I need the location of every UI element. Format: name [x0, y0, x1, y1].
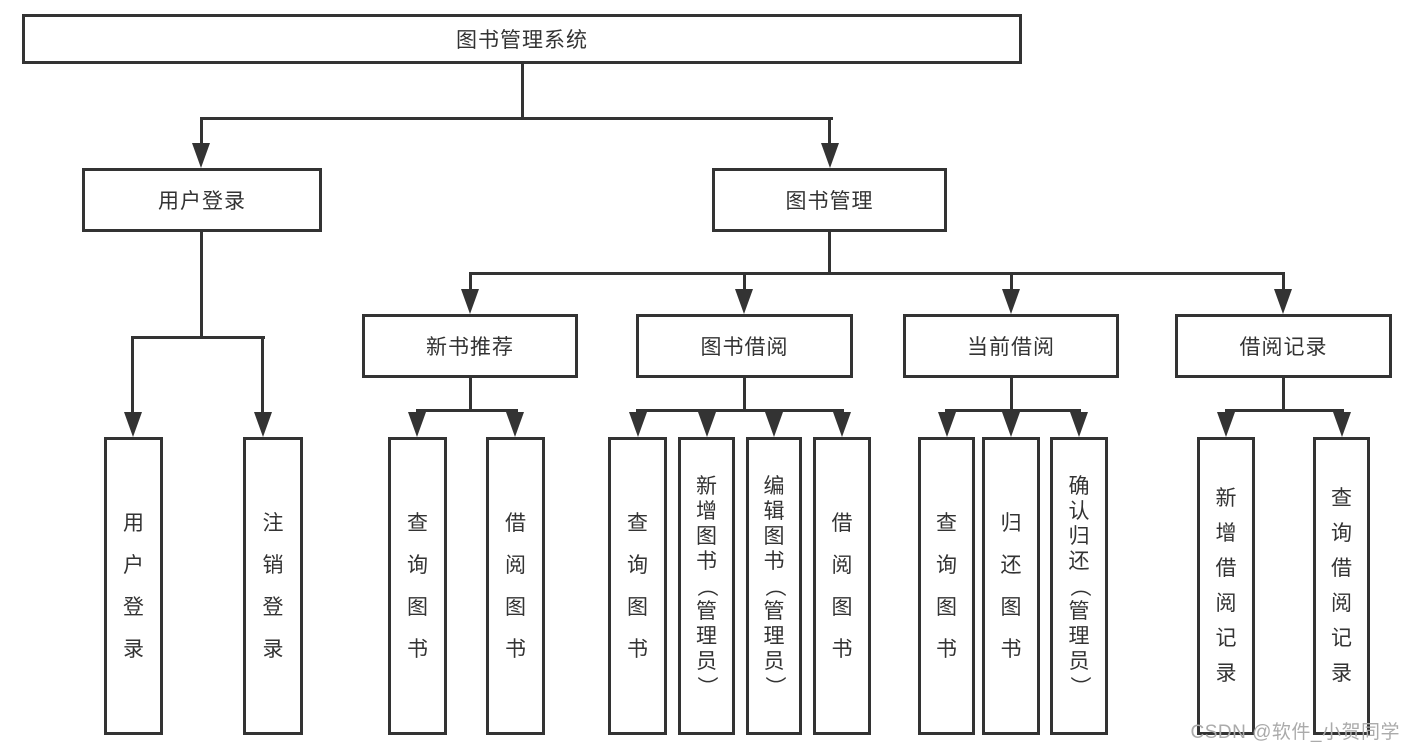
node-label: 借阅图书 — [505, 511, 526, 661]
node-leaf-query-books-rec: 查询图书 — [388, 437, 447, 735]
edge-line — [199, 117, 203, 147]
edge-line — [261, 336, 264, 416]
edge-line — [415, 409, 518, 412]
arrow-down-icon — [820, 143, 839, 168]
node-label: 新书推荐 — [426, 336, 514, 359]
arrow-down-icon — [192, 143, 210, 168]
edge-line — [636, 409, 844, 412]
edge-line — [131, 336, 265, 339]
edge-line — [199, 117, 833, 120]
node-label: 注销登录 — [262, 511, 284, 661]
node-current-borrow: 当前借阅 — [903, 314, 1119, 378]
node-user-login: 用户登录 — [82, 168, 322, 232]
node-label: 查询借阅记录 — [1331, 487, 1352, 685]
arrow-down-icon — [1002, 412, 1020, 437]
watermark: CSDN @软件_小贺同学 — [1190, 722, 1400, 743]
arrow-down-icon — [123, 412, 142, 437]
node-book-borrow: 图书借阅 — [636, 314, 853, 378]
node-leaf-edit-books-admin: 编辑图书（管理员） — [746, 437, 802, 735]
arrow-down-icon — [1217, 412, 1235, 437]
node-label: 借阅记录 — [1239, 336, 1328, 359]
node-leaf-logout: 注销登录 — [243, 437, 303, 735]
node-label: 用户登录 — [158, 190, 246, 213]
arrow-down-icon — [628, 412, 647, 437]
node-borrow-records: 借阅记录 — [1175, 314, 1392, 378]
edge-line — [468, 272, 472, 292]
node-label: 新增图书（管理员） — [695, 474, 718, 697]
arrow-down-icon — [833, 412, 851, 437]
edge-line — [520, 64, 524, 120]
edge-line — [742, 378, 746, 412]
edge-line — [131, 336, 134, 416]
edge-line — [468, 378, 472, 412]
arrow-down-icon — [506, 412, 524, 437]
arrow-down-icon — [461, 289, 479, 314]
node-new-book-recommend: 新书推荐 — [362, 314, 578, 378]
node-library-system: 图书管理系统 — [22, 14, 1022, 64]
node-leaf-confirm-return-admin: 确认归还（管理员） — [1050, 437, 1108, 735]
arrow-down-icon — [937, 412, 956, 437]
edge-line — [199, 232, 203, 339]
node-leaf-query-borrow-record: 查询借阅记录 — [1313, 437, 1370, 735]
arrow-down-icon — [1002, 289, 1020, 314]
edge-line — [742, 272, 746, 292]
edge-line — [1009, 378, 1013, 412]
edge-line — [1281, 272, 1285, 292]
node-label: 图书管理系统 — [456, 29, 588, 52]
arrow-down-icon — [735, 289, 753, 314]
edge-line — [828, 117, 831, 147]
edge-line — [828, 232, 831, 275]
node-label: 查询图书 — [407, 511, 428, 661]
node-label: 借阅图书 — [831, 511, 853, 661]
node-label: 用户登录 — [123, 511, 144, 661]
arrow-down-icon — [1070, 412, 1088, 437]
arrow-down-icon — [408, 412, 426, 437]
edge-line — [1224, 409, 1344, 412]
node-label: 确认归还（管理员） — [1067, 474, 1091, 697]
node-label: 归还图书 — [1000, 511, 1022, 661]
node-leaf-user-login: 用户登录 — [104, 437, 163, 735]
node-label: 编辑图书（管理员） — [762, 474, 786, 697]
arrow-down-icon — [253, 412, 272, 437]
arrow-down-icon — [1332, 412, 1351, 437]
node-leaf-borrow-books: 借阅图书 — [813, 437, 871, 735]
node-leaf-query-books-current: 查询图书 — [918, 437, 975, 735]
arrow-down-icon — [765, 412, 783, 437]
arrow-down-icon — [1274, 289, 1292, 314]
arrow-down-icon — [697, 412, 716, 437]
node-leaf-return-books: 归还图书 — [982, 437, 1040, 735]
edge-line — [1009, 272, 1013, 292]
node-label: 图书借阅 — [700, 336, 789, 359]
node-label: 新增借阅记录 — [1215, 487, 1237, 685]
node-book-management: 图书管理 — [712, 168, 947, 232]
node-leaf-query-books-borrow: 查询图书 — [608, 437, 667, 735]
node-label: 图书管理 — [785, 190, 874, 213]
node-label: 查询图书 — [936, 511, 957, 661]
node-leaf-borrow-books-rec: 借阅图书 — [486, 437, 545, 735]
node-label: 当前借阅 — [967, 336, 1055, 359]
edge-line — [1281, 378, 1285, 412]
node-leaf-add-books-admin: 新增图书（管理员） — [678, 437, 735, 735]
node-leaf-add-borrow-record: 新增借阅记录 — [1197, 437, 1255, 735]
edge-line — [468, 272, 1285, 275]
edge-line — [945, 409, 1081, 412]
node-label: 查询图书 — [627, 511, 648, 661]
